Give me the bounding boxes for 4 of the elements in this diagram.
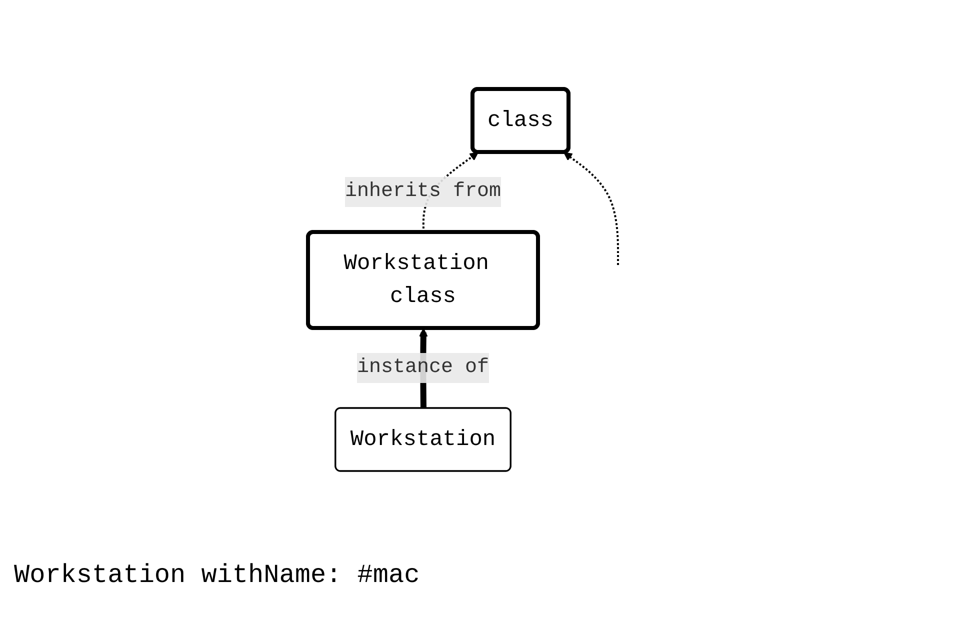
edge-label: instance of [356, 356, 490, 379]
code-caption: Workstation withName: #mac [14, 560, 420, 590]
edge-label: inherits from [344, 180, 502, 203]
arrow [564, 152, 619, 265]
